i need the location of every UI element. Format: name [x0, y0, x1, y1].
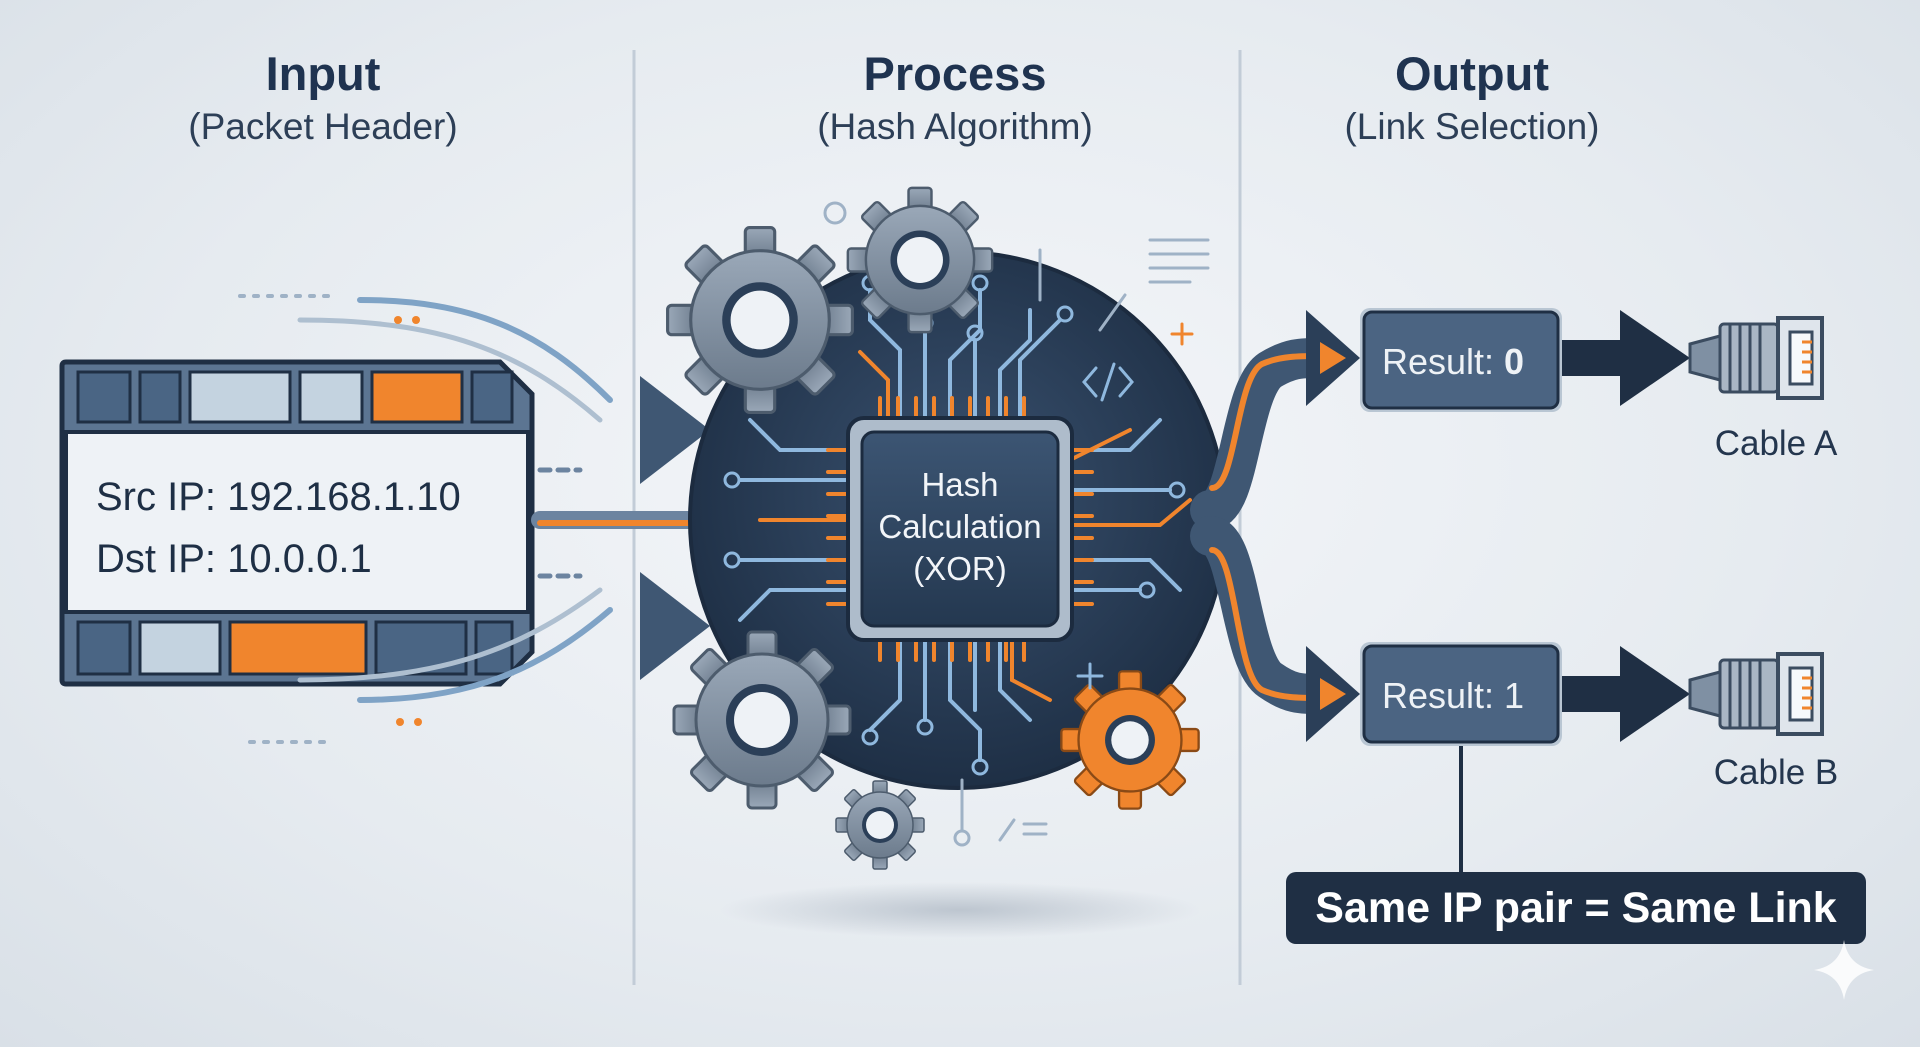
src-ip-text: Src IP: 192.168.1.10	[96, 475, 461, 519]
plus-icon-blue	[1076, 662, 1104, 690]
node-circle	[823, 201, 847, 225]
circuit-traces-orange	[758, 350, 1192, 702]
arrow-icon-top	[640, 376, 710, 484]
arrow-icon-orange-0	[1320, 342, 1346, 374]
arrow-icon-orange-1	[1320, 678, 1346, 710]
chip-label-line1: Hash	[921, 466, 998, 503]
output-title: Output	[1395, 47, 1549, 100]
code-icon	[1082, 362, 1134, 402]
result-box-1: Result: 1	[1360, 642, 1562, 746]
output-header: Output (Link Selection)	[1272, 48, 1672, 150]
sparkle-icon	[1814, 940, 1874, 1000]
arrow-icon-bottom	[640, 572, 710, 680]
ethernet-plug-icon-a	[1688, 316, 1824, 400]
disc-shadow	[720, 882, 1200, 938]
plus-icon-orange	[1170, 322, 1194, 346]
result-1-value: 1	[1504, 675, 1524, 716]
circuit-chip-icon	[826, 396, 1094, 662]
chip-label-line3: (XOR)	[913, 550, 1007, 587]
cable-b-label: Cable B	[1714, 753, 1839, 792]
packet-header: Src IP: 192.168.1.10 Dst IP: 10.0.0.1	[59, 359, 535, 687]
list-lines-icon	[1038, 238, 1210, 332]
note-text: Same IP pair = Same Link	[1315, 884, 1837, 932]
result-0-label: Result:	[1382, 341, 1504, 382]
math-symbols-icon	[953, 778, 1048, 847]
note-box	[1286, 872, 1866, 944]
gear-icon-top-left	[666, 226, 854, 414]
result-1-text: Result: 1	[1382, 675, 1524, 716]
result-0-text: Result: 0	[1382, 341, 1524, 382]
dst-ip-text: Dst IP: 10.0.0.1	[96, 537, 372, 581]
cable-arrows	[1562, 310, 1690, 742]
output-subtitle: (Link Selection)	[1344, 105, 1600, 147]
result-0-value: 0	[1504, 341, 1524, 382]
ethernet-plug-icon-b	[1688, 652, 1824, 736]
gear-icon-top	[846, 186, 994, 334]
process-title: Process	[863, 47, 1047, 100]
output-branches	[1190, 338, 1340, 714]
gear-icon-bottom-left	[672, 630, 852, 810]
chip-label-line2: Calculation	[878, 508, 1041, 545]
result-1-label: Result:	[1382, 675, 1504, 716]
input-subtitle: (Packet Header)	[188, 105, 458, 147]
cable-a-label: Cable A	[1715, 424, 1838, 463]
gear-icon-small	[835, 780, 925, 870]
result-box-0: Result: 0	[1360, 308, 1562, 412]
process-subtitle: (Hash Algorithm)	[817, 105, 1093, 147]
gear-icon-orange	[1060, 670, 1200, 810]
process-header: Process (Hash Algorithm)	[755, 48, 1155, 150]
input-title: Input	[265, 47, 381, 100]
input-header: Input (Packet Header)	[123, 48, 523, 150]
